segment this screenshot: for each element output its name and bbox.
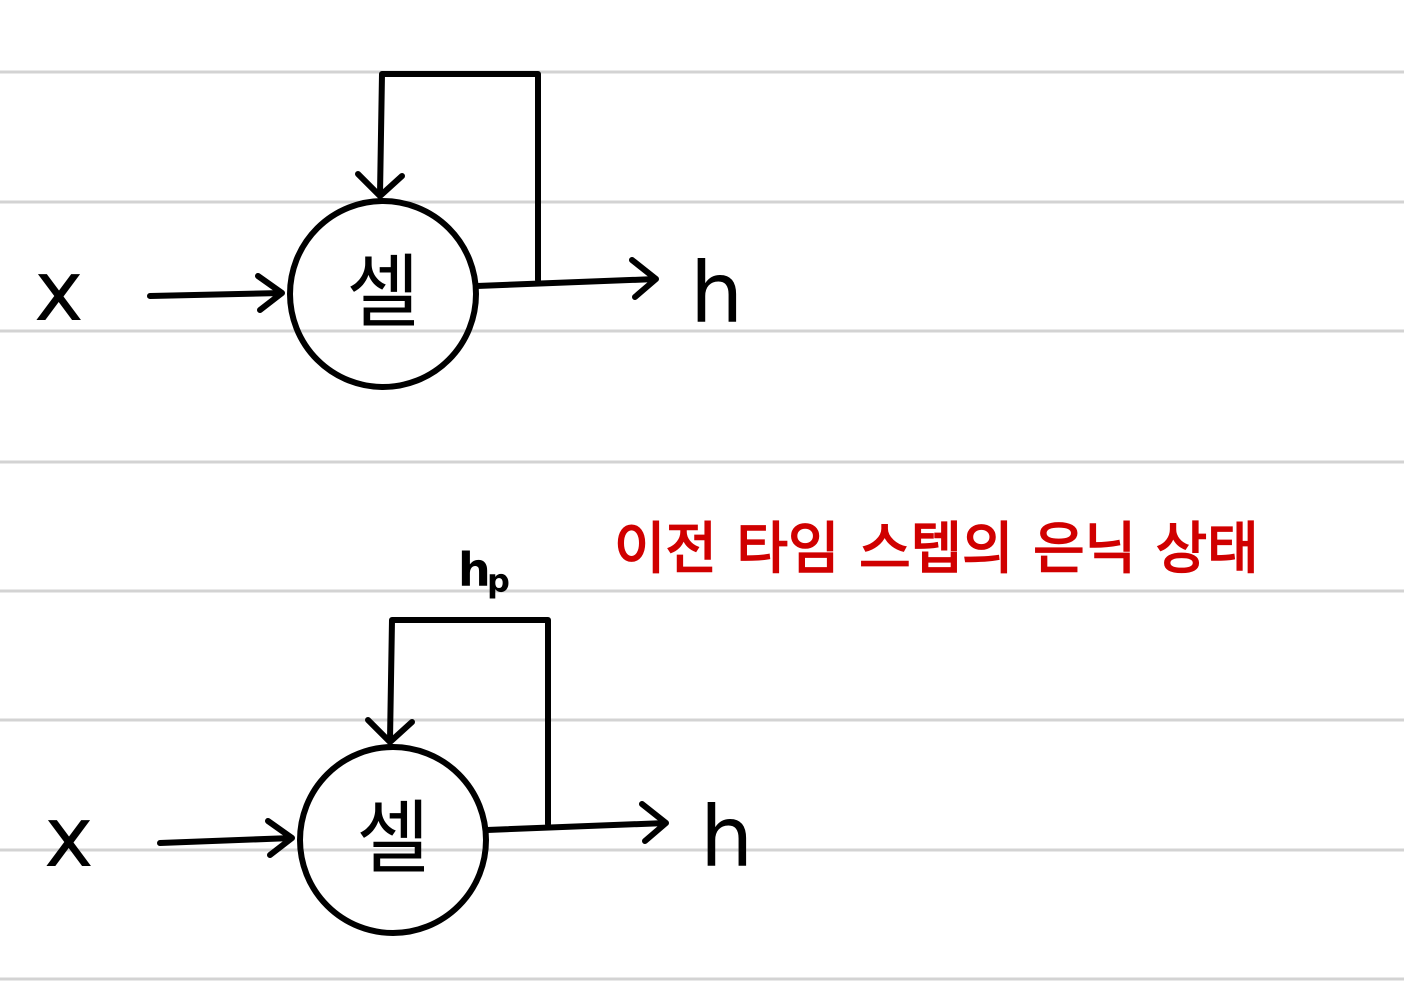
input-arrow: [147, 273, 285, 313]
cell-label: 셀: [356, 792, 430, 885]
input-label-x: x: [34, 242, 84, 340]
output-label-h: h: [690, 244, 743, 342]
recurrent-loop-arrowhead: [355, 171, 405, 199]
rnn-diagram-top: x 셀 h: [34, 71, 743, 390]
input-label-x: x: [44, 788, 94, 886]
recurrent-loop: [377, 71, 541, 283]
output-arrow: [484, 801, 669, 844]
input-arrow: [157, 818, 295, 858]
output-label-h: h: [700, 788, 753, 886]
cell-circle: [297, 744, 489, 936]
cell-circle: [287, 198, 479, 390]
loop-label-subscript-p: p: [487, 562, 510, 600]
notebook-ruled-lines: [0, 70, 1404, 981]
hidden-state-note: 이전 타임 스텝의 은닉 상태: [614, 517, 1259, 582]
recurrent-loop: [387, 617, 551, 827]
cell-label: 셀: [346, 246, 420, 339]
recurrent-loop-arrowhead: [365, 717, 415, 745]
output-arrow: [474, 257, 659, 300]
loop-label-h: h: [458, 543, 491, 597]
rnn-diagram-bottom: 이전 타임 스텝의 은닉 상태 h p x 셀 h: [44, 517, 1259, 936]
